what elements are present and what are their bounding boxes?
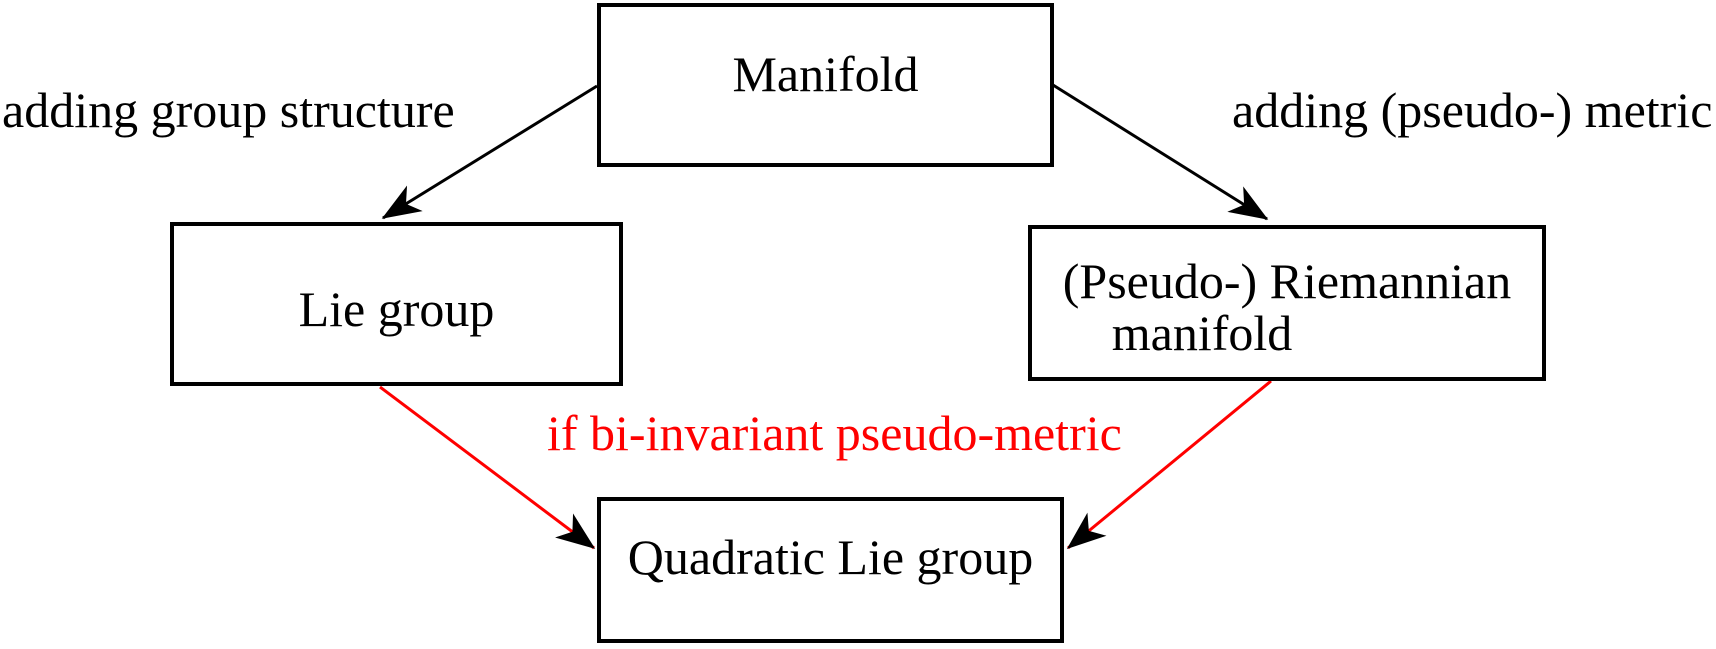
node-quadratic-lie-group-box: Quadratic Lie group [597, 497, 1064, 643]
node-quadratic-lie-group-label: Quadratic Lie group [627, 528, 1034, 585]
node-riemannian-label-line2: manifold [1111, 305, 1293, 361]
node-riemannian-label-line1: (Pseudo-) Riemannian [1062, 253, 1512, 309]
arrow-manifold-to-lie-group [381, 84, 598, 220]
edge-label-if-bi-invariant-pseudo-metric: if bi-invariant pseudo-metric [547, 405, 1122, 461]
node-manifold-label: Manifold [732, 45, 919, 102]
node-lie-group-box: Lie group [170, 222, 623, 386]
edge-label-adding-pseudo-metric: adding (pseudo-) metric [1232, 82, 1713, 138]
node-riemannian-manifold-box: (Pseudo-) Riemannian manifold [1028, 225, 1546, 381]
arrow-lie-group-to-quadratic [379, 385, 596, 550]
arrow-riemannian-to-quadratic [1066, 379, 1272, 550]
arrow-manifold-to-riemannian [1052, 83, 1269, 221]
node-lie-group-label: Lie group [298, 280, 495, 337]
node-manifold-box: Manifold [597, 3, 1054, 167]
edge-label-adding-group-structure: adding group structure [2, 82, 455, 138]
